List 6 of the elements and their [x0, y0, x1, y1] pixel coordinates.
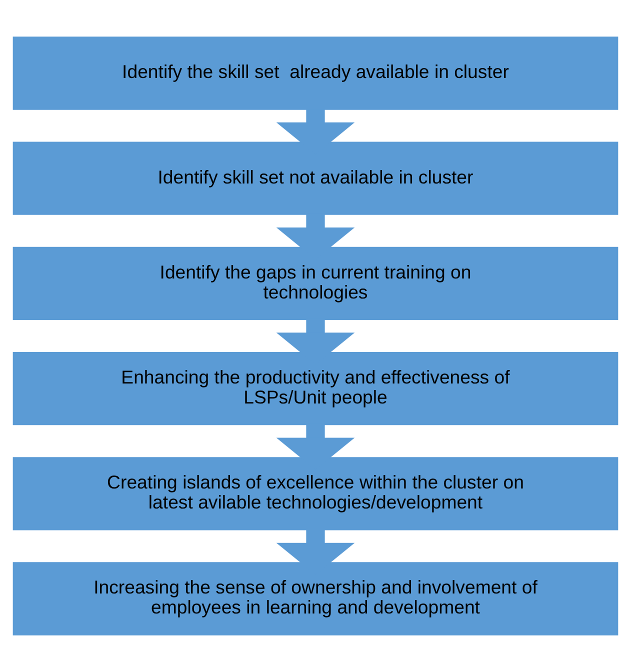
- node-box: Increasing the sense of ownership and involvement of employees in learning and development: [12, 562, 618, 635]
- node-box: Enhancing the productivity and effectiveness of LSPs/Unit people: [12, 351, 618, 425]
- node-box: Identify the gaps in current training on technologies: [12, 246, 618, 320]
- node-box: Identify the skill set already available in cluster: [12, 36, 618, 110]
- node-box: Identify skill set not available in cluster: [12, 141, 618, 214]
- node-box: Creating islands of excellence within the cluster on latest avilable technologies/development: [12, 456, 618, 530]
